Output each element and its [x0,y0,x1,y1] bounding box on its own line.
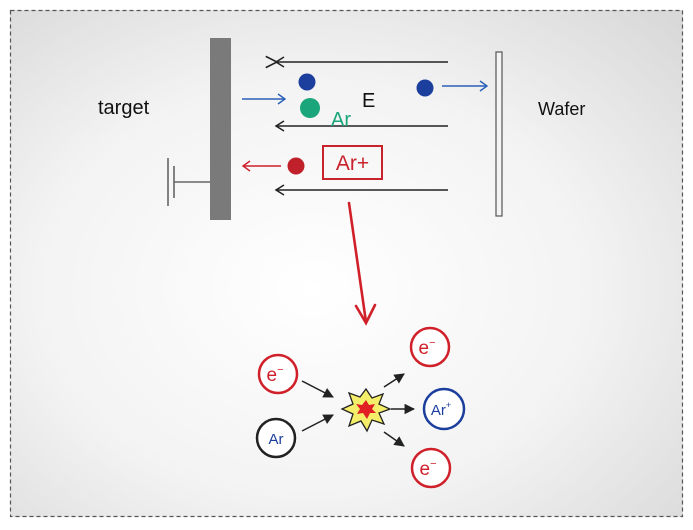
wafer-label: Wafer [538,99,585,119]
electron-in-label: e− [266,364,283,386]
target-plate [210,38,231,220]
argon-ion-label-box [322,145,383,180]
field-lines [277,62,448,191]
red-ion-arrow [241,160,281,172]
collision-core [356,400,376,419]
argon-label: Ar [331,109,351,131]
argon-particle [300,98,320,118]
electron-particle-near-wafer [416,79,434,97]
electron-out-bottom-label: e− [419,458,436,480]
field-arrowheads [274,56,285,196]
wafer-plate [495,51,503,217]
zoom-pointer-arrow [347,201,377,326]
argon-in-circle [255,417,297,459]
electron-out-bottom-circle [410,447,452,489]
ionization-reaction: e− Ar e− Ar+ e− [255,326,466,489]
blue-arrows [242,80,489,105]
reaction-arrows [301,373,416,447]
dashed-frame [9,9,684,518]
argon-ion-label: Ar+ [336,152,369,175]
electron-in-circle [257,353,299,395]
field-label: E [362,90,375,112]
target-label: target [98,97,150,119]
argon-ion-particle [287,157,305,175]
argon-ion-out-label: Ar+ [431,400,451,419]
argon-in-label: Ar [269,431,284,448]
background-panel [10,10,683,517]
electron-out-top-circle [409,326,451,368]
ground-symbol [167,158,210,206]
electron-particle-near-target [298,73,316,91]
argon-ion-out-circle [422,387,466,431]
electron-out-top-label: e− [418,337,435,359]
